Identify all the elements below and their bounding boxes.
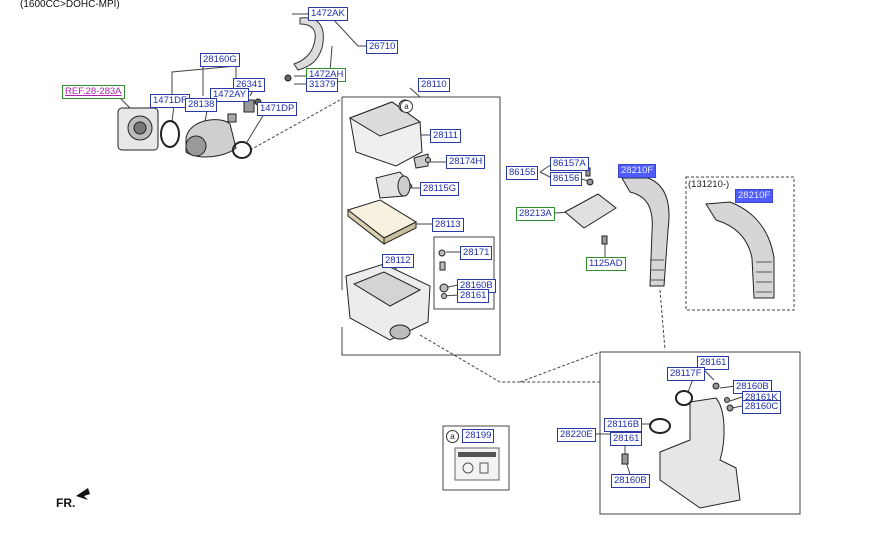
air-cleaner-group-box — [341, 96, 501, 356]
part-label-28220E[interactable]: 28220E — [557, 428, 596, 442]
part-label-31379[interactable]: 31379 — [306, 78, 339, 92]
part-label-28117F[interactable]: 28117F — [667, 367, 705, 381]
alt-hose-box — [685, 176, 795, 311]
part-label-28160G[interactable]: 28160G — [200, 53, 240, 67]
part-label-26710[interactable]: 26710 — [366, 40, 399, 54]
part-label-28115G[interactable]: 28115G — [420, 182, 460, 196]
engine-spec-heading: (1600CC>DOHC-MPI) — [20, 0, 120, 10]
front-direction-label: FR. — [56, 496, 76, 510]
part-label-86156[interactable]: 86156 — [550, 172, 583, 186]
throttle-body-assembly — [117, 74, 292, 159]
part-label-28174H[interactable]: 28174H — [446, 155, 486, 169]
part-label-28116B[interactable]: 28116B — [604, 418, 643, 432]
reference-link[interactable]: REF.28-283A — [62, 85, 125, 99]
part-label-28161[interactable]: 28161 — [457, 289, 490, 303]
subgroup-box — [433, 236, 495, 310]
part-label-28111[interactable]: 28111 — [430, 129, 462, 143]
part-label-1471DP[interactable]: 1471DP — [257, 102, 298, 116]
part-label-86157A[interactable]: 86157A — [550, 157, 589, 171]
breather-hose — [293, 17, 324, 71]
part-label-28161[interactable]: 28161 — [610, 432, 643, 446]
air-filter-element — [346, 199, 418, 246]
grommet-parts — [425, 157, 449, 299]
part-label-28160B[interactable]: 28160B — [611, 474, 650, 488]
part-label-28112[interactable]: 28112 — [382, 254, 414, 268]
part-label-1472AY[interactable]: 1472AY — [210, 88, 250, 102]
section-marker: a — [446, 430, 459, 443]
part-label-1472AK[interactable]: 1472AK — [308, 7, 348, 21]
part-label-28210F[interactable]: 28210F — [618, 164, 657, 178]
part-label-28160C[interactable]: 28160C — [742, 400, 782, 414]
part-label-28113[interactable]: 28113 — [432, 218, 464, 232]
alt-intake-hose — [705, 201, 775, 299]
air-cleaner-cover — [348, 99, 429, 169]
air-duct — [621, 382, 741, 509]
air-cleaner-body — [345, 263, 431, 341]
section-marker: a — [400, 100, 413, 113]
part-label-28110[interactable]: 28110 — [418, 78, 450, 92]
part-label-28213A[interactable]: 28213A — [516, 207, 555, 221]
duct-group-box — [599, 351, 801, 515]
part-label-86155[interactable]: 86155 — [506, 166, 539, 180]
part-label-1471DF[interactable]: 1471DF — [150, 94, 190, 108]
part-label-28210F[interactable]: 28210F — [735, 189, 774, 203]
part-label-1125AD[interactable]: 1125AD — [586, 257, 626, 271]
resonator — [375, 171, 413, 199]
front-arrow-icon — [76, 488, 90, 500]
part-label-28199[interactable]: 28199 — [462, 429, 495, 443]
intake-hose — [621, 177, 670, 287]
part-label-28171[interactable]: 28171 — [460, 246, 493, 260]
part-label-28161[interactable]: 28161 — [697, 356, 730, 370]
serial-range-note: (131210-) — [688, 179, 730, 190]
part-label-28138[interactable]: 28138 — [185, 98, 218, 112]
